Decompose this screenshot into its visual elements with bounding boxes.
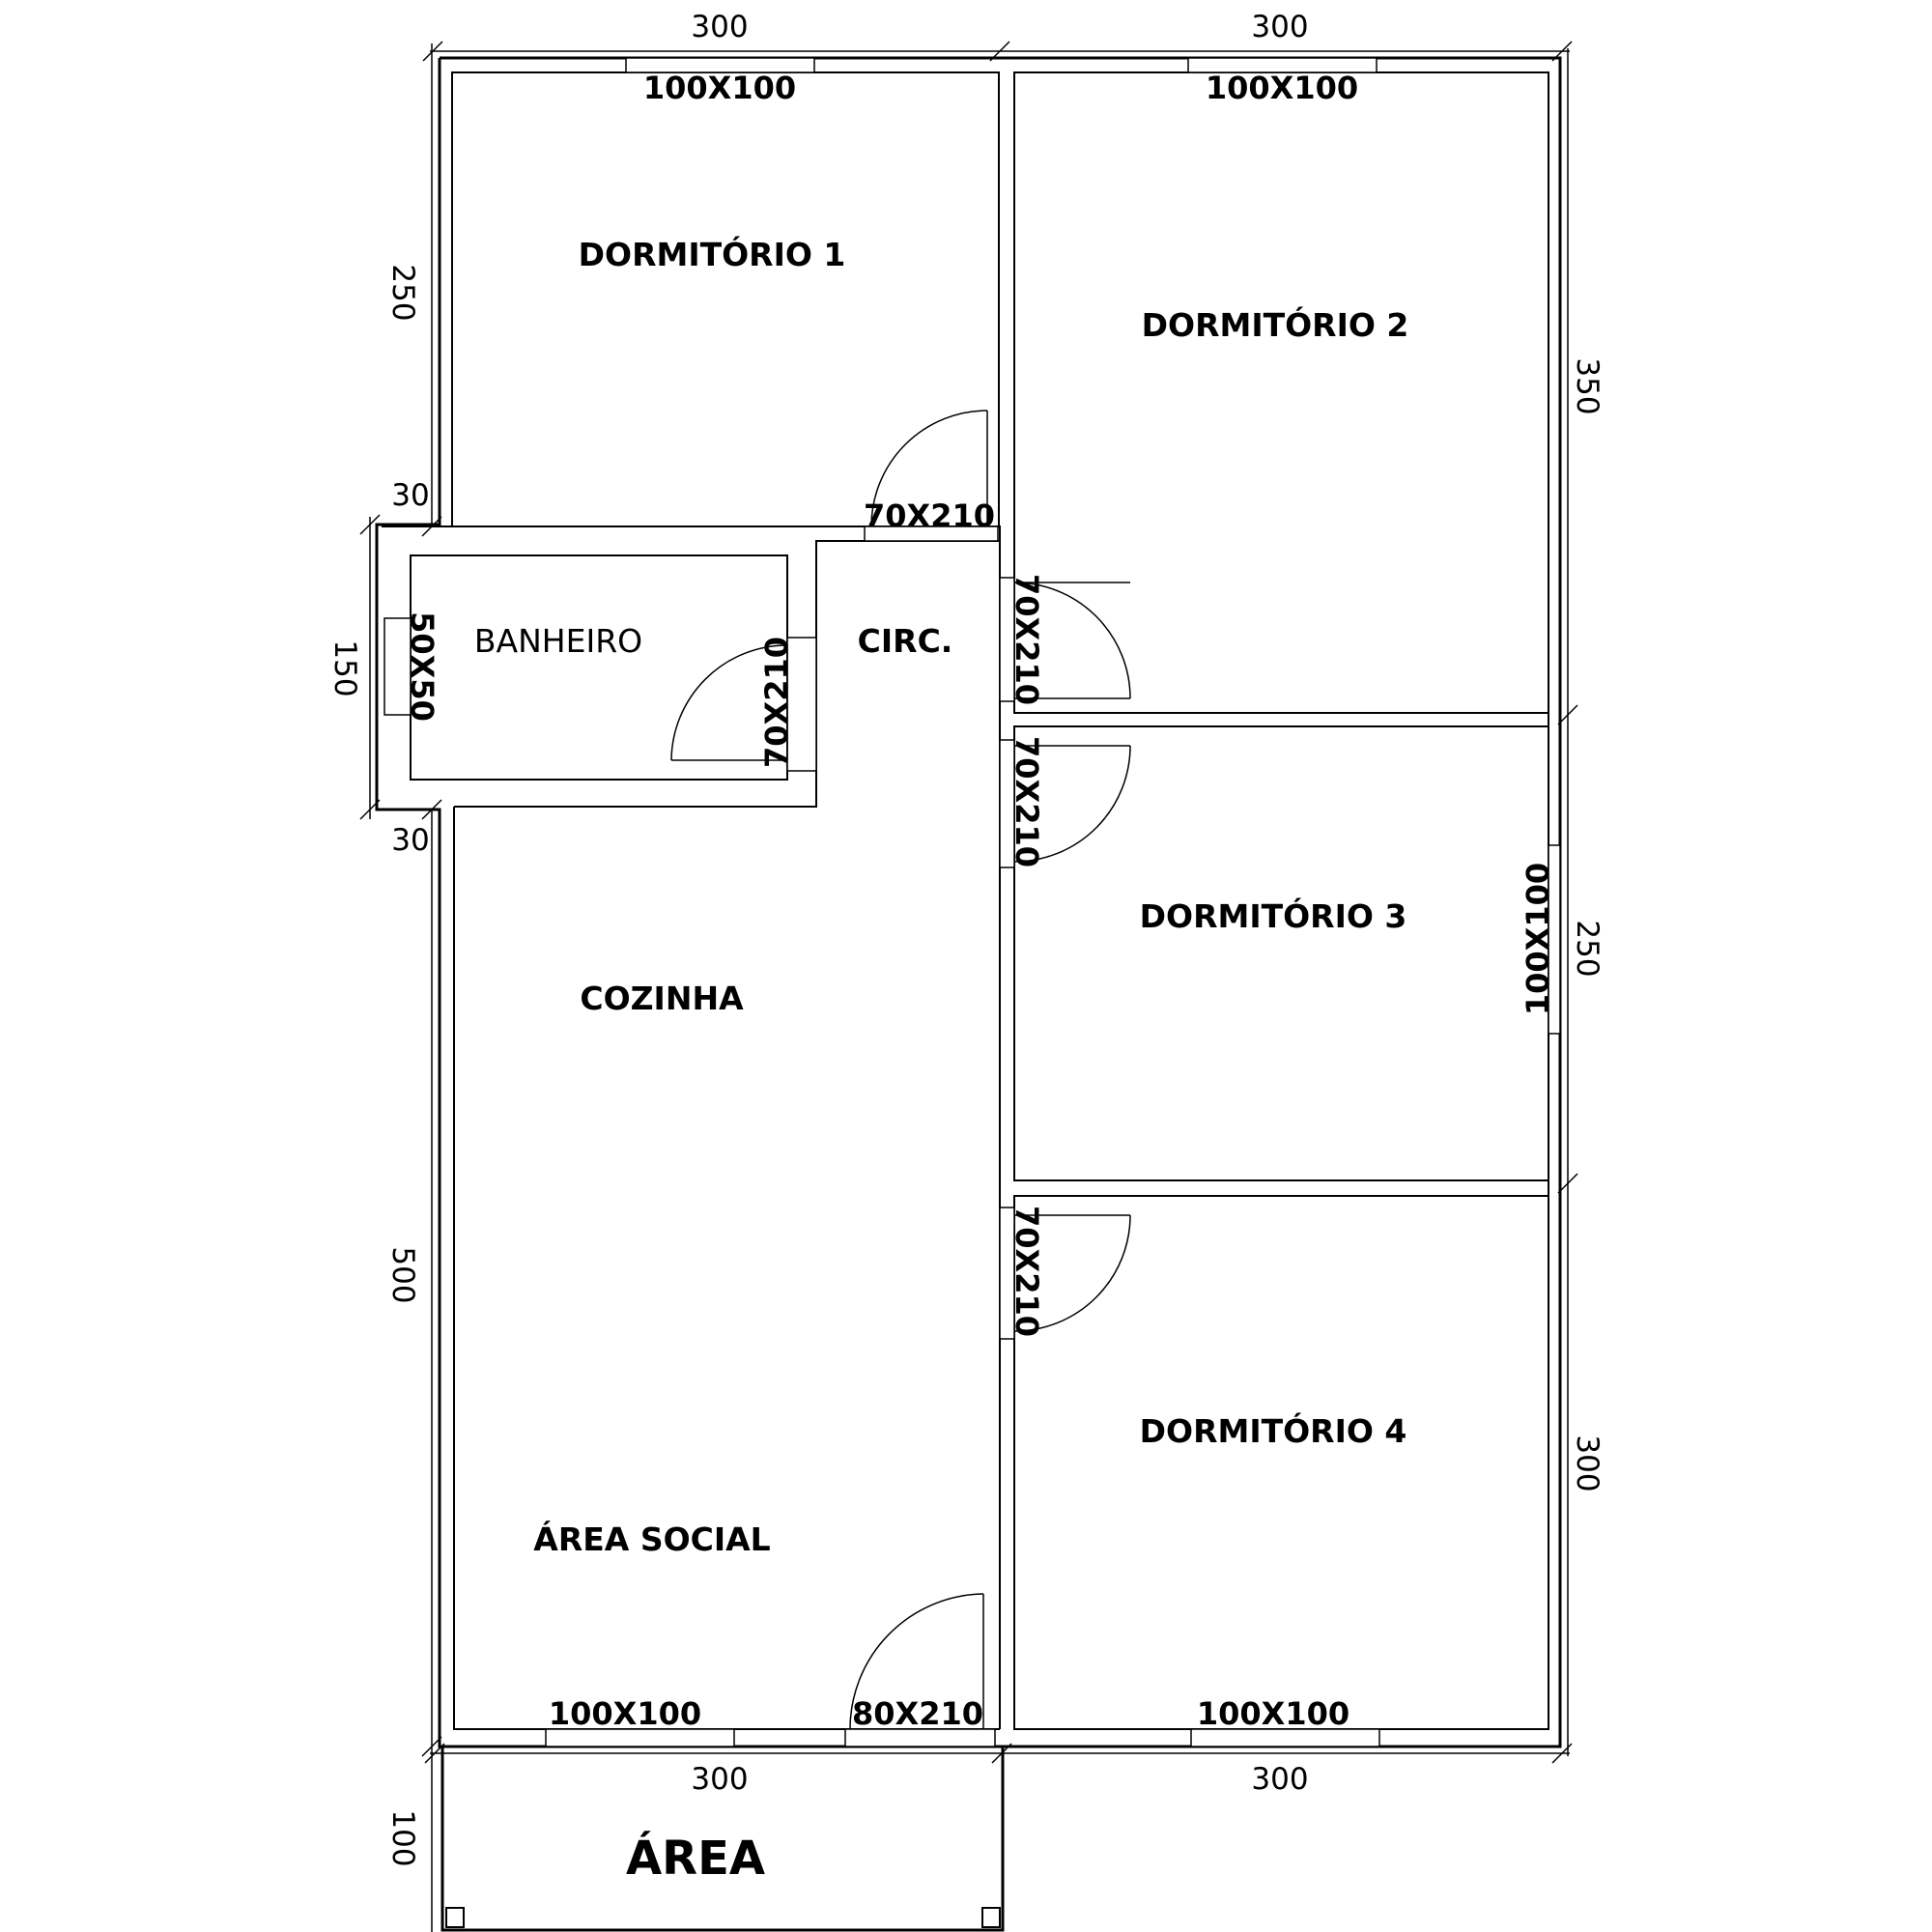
label-door-banheiro: 70X210 xyxy=(758,637,795,768)
room-label-dorm3: DORMITÓRIO 3 xyxy=(1140,896,1407,935)
room-label-social: ÁREA SOCIAL xyxy=(533,1520,770,1558)
dim-top-right: 300 xyxy=(1251,10,1308,44)
room-label-banheiro: BANHEIRO xyxy=(474,622,642,660)
dorm1-walls xyxy=(451,71,1000,527)
label-door-dorm2: 70X210 xyxy=(1009,574,1045,705)
door-entry-gap xyxy=(844,1728,996,1747)
dimension-labels: 300 300 250 30 150 30 500 100 350 250 30… xyxy=(327,10,1605,1867)
door-dorm4-swing xyxy=(1013,1214,1131,1332)
window-dorm4-bottom xyxy=(1190,1728,1380,1747)
outer-wall-outer xyxy=(375,56,1562,1748)
label-win-banheiro: 50X50 xyxy=(404,611,440,722)
outer-wall-inner-bottom xyxy=(453,807,1000,1730)
dim-left-step-bottom: 30 xyxy=(391,823,429,858)
label-door-dorm1: 70X210 xyxy=(864,497,995,534)
label-door-dorm4: 70X210 xyxy=(1009,1206,1045,1337)
label-win-dorm2-top: 100X100 xyxy=(1206,70,1358,106)
room-label-cozinha: COZINHA xyxy=(580,980,744,1017)
dim-left-step-top: 30 xyxy=(391,478,429,513)
door-entry-swing xyxy=(849,1593,984,1730)
door-banheiro-swing xyxy=(670,644,788,761)
dimension-lines xyxy=(359,41,1578,1932)
label-win-dorm3: 100X100 xyxy=(1520,863,1556,1015)
room-label-circ: CIRC. xyxy=(858,622,953,660)
label-win-dorm4-bottom: 100X100 xyxy=(1197,1695,1350,1732)
windows xyxy=(384,57,1561,1747)
dim-right-dorm4: 300 xyxy=(1570,1435,1605,1492)
area-post-right xyxy=(981,1907,1001,1928)
dim-left-banheiro: 150 xyxy=(327,639,362,696)
dorm3-walls xyxy=(1013,725,1549,1181)
dim-left-social: 500 xyxy=(385,1246,420,1303)
room-labels: DORMITÓRIO 1 DORMITÓRIO 2 BANHEIRO CIRC.… xyxy=(474,235,1408,1886)
dim-right-dorm3: 250 xyxy=(1570,920,1605,977)
dim-bottom-left: 300 xyxy=(691,1762,748,1797)
banheiro-outer-wall xyxy=(382,526,1001,808)
door-dorm2-swing xyxy=(1013,582,1131,699)
door-banheiro-gap xyxy=(786,637,817,772)
label-door-entry: 80X210 xyxy=(852,1695,983,1732)
door-dorm2-gap xyxy=(999,577,1015,702)
banheiro-walls xyxy=(410,554,788,781)
label-win-dorm1-top: 100X100 xyxy=(643,70,796,106)
door-dorm4-gap xyxy=(999,1207,1015,1340)
dim-top-left: 300 xyxy=(691,10,748,44)
dorm4-walls xyxy=(1013,1195,1549,1730)
dim-bottom-right: 300 xyxy=(1251,1762,1308,1797)
doors xyxy=(670,410,1131,1747)
label-win-social-bottom: 100X100 xyxy=(549,1695,701,1732)
room-label-area: ÁREA xyxy=(626,1831,765,1886)
door-dorm1-swing xyxy=(870,410,988,527)
label-door-dorm3: 70X210 xyxy=(1009,736,1045,867)
window-dorm1-top xyxy=(625,57,815,73)
door-dorm3-swing xyxy=(1013,745,1131,863)
dim-left-area: 100 xyxy=(385,1809,420,1866)
window-social-bottom xyxy=(545,1728,735,1747)
dim-left-dorm1: 250 xyxy=(385,264,420,321)
room-label-dorm2: DORMITÓRIO 2 xyxy=(1142,305,1409,344)
outer-wall-inner xyxy=(451,71,995,526)
room-label-dorm4: DORMITÓRIO 4 xyxy=(1140,1411,1407,1450)
door-dorm3-gap xyxy=(999,739,1015,868)
window-dorm3 xyxy=(1548,844,1561,1035)
room-label-dorm1: DORMITÓRIO 1 xyxy=(579,235,846,273)
area-post-left xyxy=(445,1907,465,1928)
window-banheiro xyxy=(384,617,412,716)
dorm2-walls xyxy=(1013,71,1549,714)
window-dorm2-top xyxy=(1187,57,1378,73)
door-dorm1-gap xyxy=(864,526,999,542)
opening-labels: 100X100 100X100 70X210 70X210 50X50 70X2… xyxy=(404,70,1556,1732)
dim-right-dorm2: 350 xyxy=(1570,357,1605,414)
